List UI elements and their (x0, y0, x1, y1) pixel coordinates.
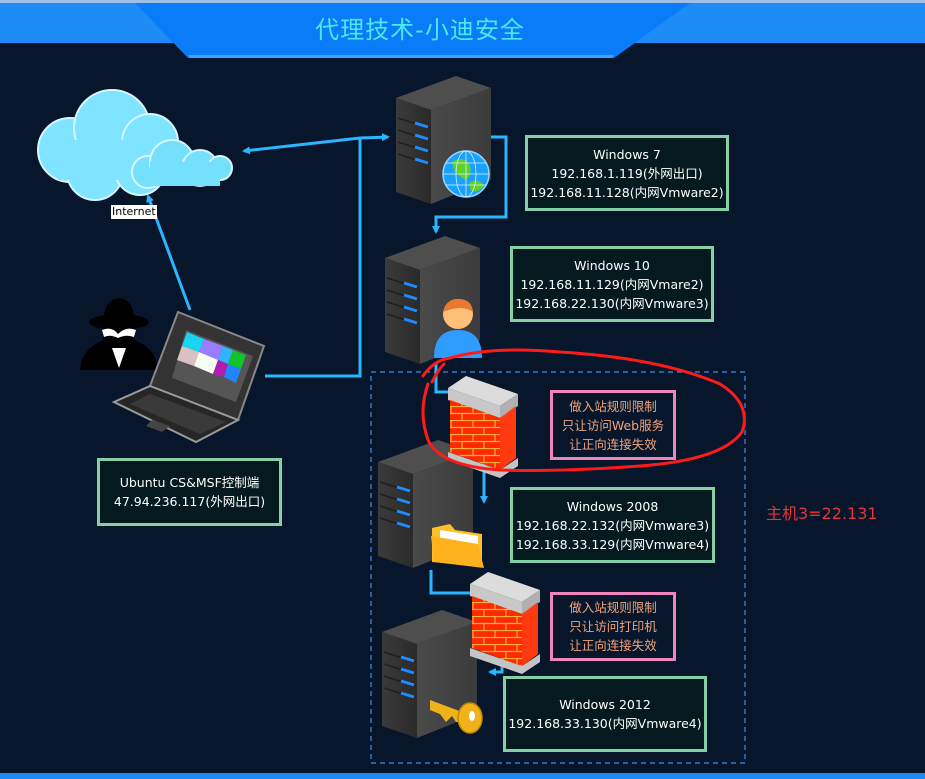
attacker-ip: 47.94.236.117(外网出口) (113, 494, 266, 509)
page-title: 代理技术-小迪安全 (315, 16, 525, 44)
host-name: Windows 2008 (566, 498, 659, 514)
host-box-win10: Windows 10 192.168.11.129(内网Vmare2) 192.… (510, 246, 714, 322)
firewall-rule-box-2: 做入站规则限制 只让访问打印机 让正向连接失效 (550, 592, 676, 661)
rule-line: 做入站规则限制 (569, 398, 657, 414)
attacker-title: Ubuntu CS&MSF控制端 (119, 475, 260, 490)
host-ip: 192.168.22.130(内网Vmware3) (515, 295, 709, 311)
host-name: Windows 10 (574, 257, 650, 273)
host-ip: 192.168.22.132(内网Vmware3) (515, 517, 710, 533)
key-icon (430, 700, 483, 734)
user-icon (434, 298, 482, 358)
internet-label: Internet (111, 205, 157, 219)
host-ip: 192.168.1.119(外网出口) (551, 165, 703, 181)
globe-icon (442, 150, 490, 198)
host-ip: 192.168.33.130(内网Vmware4) (508, 716, 702, 731)
footer-bar (0, 773, 925, 779)
rule-line: 让正向连接失效 (569, 638, 657, 653)
host-ip: 192.168.33.129(内网Vmware4) (515, 536, 710, 552)
connector-cloud-win7 (242, 136, 361, 155)
host-box-win2008: Windows 2008 192.168.22.132(内网Vmware3) 1… (510, 487, 715, 563)
connector-to-win7 (359, 133, 390, 142)
firewall-2-icon (470, 572, 540, 674)
rule-line: 做入站规则限制 (569, 600, 657, 615)
host-ip: 192.168.11.129(内网Vmare2) (520, 276, 704, 292)
internal-network-zone (370, 371, 746, 764)
host-ip: 192.168.11.128(内网Vmware2) (530, 184, 724, 200)
host-name: Windows 2012 (559, 697, 651, 712)
cloud-icon (37, 89, 233, 201)
attacker-info-box: Ubuntu CS&MSF控制端 47.94.236.117(外网出口) (97, 458, 282, 526)
host-box-win2012: Windows 2012 192.168.33.130(内网Vmware4) (503, 676, 707, 752)
connector-laptop-trunk (265, 138, 362, 378)
rule-line: 只让访问Web服务 (561, 417, 665, 433)
header-bar (0, 0, 925, 58)
connector-win2008-fw2 (429, 570, 472, 595)
firewall-rule-box-1: 做入站规则限制 只让访问Web服务 让正向连接失效 (550, 390, 676, 460)
connector-win7-win10 (432, 135, 508, 234)
hacker-icon (80, 298, 158, 370)
folder-icon (431, 524, 484, 568)
annotation-note: 主机3=22.131 (766, 504, 878, 523)
rule-line: 让正向连接失效 (569, 436, 657, 452)
laptop-icon (111, 310, 266, 444)
rule-line: 只让访问打印机 (569, 619, 657, 634)
host-name: Windows 7 (593, 146, 661, 162)
host-box-win7: Windows 7 192.168.1.119(外网出口) 192.168.11… (525, 135, 729, 211)
firewall-1-icon (448, 376, 518, 478)
